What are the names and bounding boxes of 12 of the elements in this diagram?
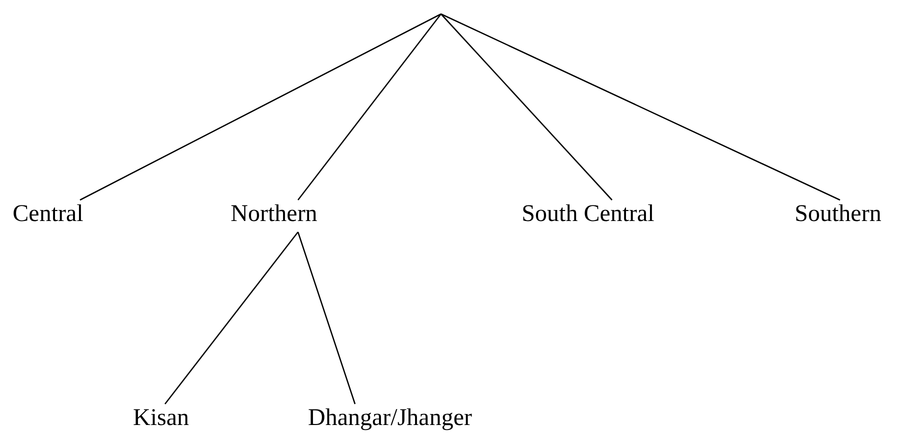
connector-line: [164, 232, 299, 404]
connector-line: [297, 232, 356, 404]
node-label: South Central: [520, 200, 656, 228]
node-label: Dhangar/Jhanger: [307, 404, 473, 432]
node-label: Southern: [794, 200, 882, 228]
connector-line: [440, 13, 840, 201]
connector-line: [297, 14, 442, 200]
connector-line: [440, 14, 612, 200]
node-label: Kisan: [132, 404, 190, 432]
connector-line: [80, 13, 442, 201]
node-label: Northern: [230, 200, 318, 228]
node-label: Central: [12, 200, 84, 228]
